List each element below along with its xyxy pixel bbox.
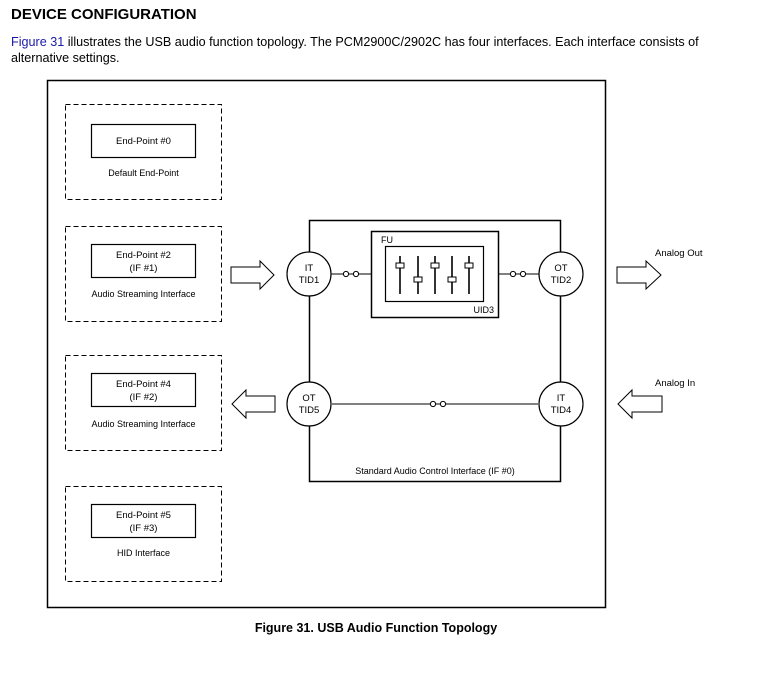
endpoint-4-group: End-Point #4 (IF #2) Audio Streaming Int… — [65, 355, 222, 451]
terminal-it-tid4: IT TID4 — [538, 381, 584, 427]
connector-node — [352, 270, 360, 278]
fader-icon — [430, 256, 440, 294]
endpoint-0-box — [90, 123, 197, 159]
section-heading: DEVICE CONFIGURATION — [11, 6, 197, 23]
analog-out-label: Analog Out — [655, 248, 703, 259]
connector-node — [439, 400, 447, 408]
analog-in-label: Analog In — [655, 378, 695, 389]
endpoint-5-dashed-box — [65, 486, 222, 582]
control-interface-label: Standard Audio Control Interface (IF #0) — [355, 466, 515, 476]
connector-node — [342, 270, 350, 278]
terminal-ot-tid5-type: OT — [302, 393, 315, 404]
endpoint-2-box — [90, 243, 197, 279]
endpoint-0-label: Default End-Point — [108, 168, 179, 178]
terminal-ot-tid2-type: OT — [554, 263, 567, 274]
arrow-right-icon — [230, 259, 275, 291]
terminal-it-tid4-id: TID4 — [551, 405, 572, 416]
feature-unit-uid: UID3 — [473, 305, 494, 315]
fader-icon — [464, 256, 474, 294]
connector-node — [429, 400, 437, 408]
terminal-it-tid1-type: IT — [305, 263, 314, 274]
intro-paragraph: Figure 31 illustrates the USB audio func… — [11, 34, 753, 66]
endpoint-4-subtitle: (IF #2) — [130, 392, 158, 403]
connector-node — [519, 270, 527, 278]
intro-text: illustrates the USB audio function topol… — [11, 35, 699, 65]
endpoint-2-group: End-Point #2 (IF #1) Audio Streaming Int… — [65, 226, 222, 322]
figure-31-link[interactable]: Figure 31 — [11, 35, 65, 49]
terminal-ot-tid5: OT TID5 — [286, 381, 332, 427]
endpoint-0-dashed-box — [65, 104, 222, 200]
arrow-right-icon — [616, 259, 662, 291]
endpoint-5-subtitle: (IF #3) — [130, 523, 158, 534]
figure-caption: Figure 31. USB Audio Function Topology — [254, 621, 498, 635]
fader-icon — [413, 256, 423, 294]
control-interface-frame — [308, 219, 562, 483]
arrow-left-icon — [617, 388, 663, 420]
endpoint-5-group: End-Point #5 (IF #3) HID Interface — [65, 486, 222, 582]
endpoint-2-label: Audio Streaming Interface — [91, 289, 195, 299]
endpoint-4-title: End-Point #4 — [116, 379, 171, 390]
terminal-ot-tid5-id: TID5 — [299, 405, 320, 416]
fader-icon — [447, 256, 457, 294]
outer-frame — [46, 79, 607, 609]
terminal-it-tid4-type: IT — [557, 393, 566, 404]
endpoint-2-dashed-box — [65, 226, 222, 322]
feature-unit: FU UID3 — [370, 230, 500, 319]
endpoint-5-title: End-Point #5 — [116, 510, 171, 521]
endpoint-5-box — [90, 503, 197, 539]
terminal-it-tid1-id: TID1 — [299, 275, 320, 286]
endpoint-4-dashed-box — [65, 355, 222, 451]
endpoint-0-title: End-Point #0 — [116, 136, 171, 147]
terminal-ot-tid2-id: TID2 — [551, 275, 572, 286]
endpoint-4-box — [90, 372, 197, 408]
endpoint-0-group: End-Point #0 Default End-Point — [65, 104, 222, 200]
feature-unit-label: FU — [381, 235, 393, 245]
endpoint-2-title: End-Point #2 — [116, 250, 171, 261]
terminal-ot-tid2: OT TID2 — [538, 251, 584, 297]
endpoint-5-label: HID Interface — [117, 548, 170, 558]
arrow-left-icon — [231, 388, 276, 420]
connector-node — [509, 270, 517, 278]
terminal-it-tid1: IT TID1 — [286, 251, 332, 297]
endpoint-2-subtitle: (IF #1) — [130, 263, 158, 274]
endpoint-4-label: Audio Streaming Interface — [91, 419, 195, 429]
fader-icon — [395, 256, 405, 294]
